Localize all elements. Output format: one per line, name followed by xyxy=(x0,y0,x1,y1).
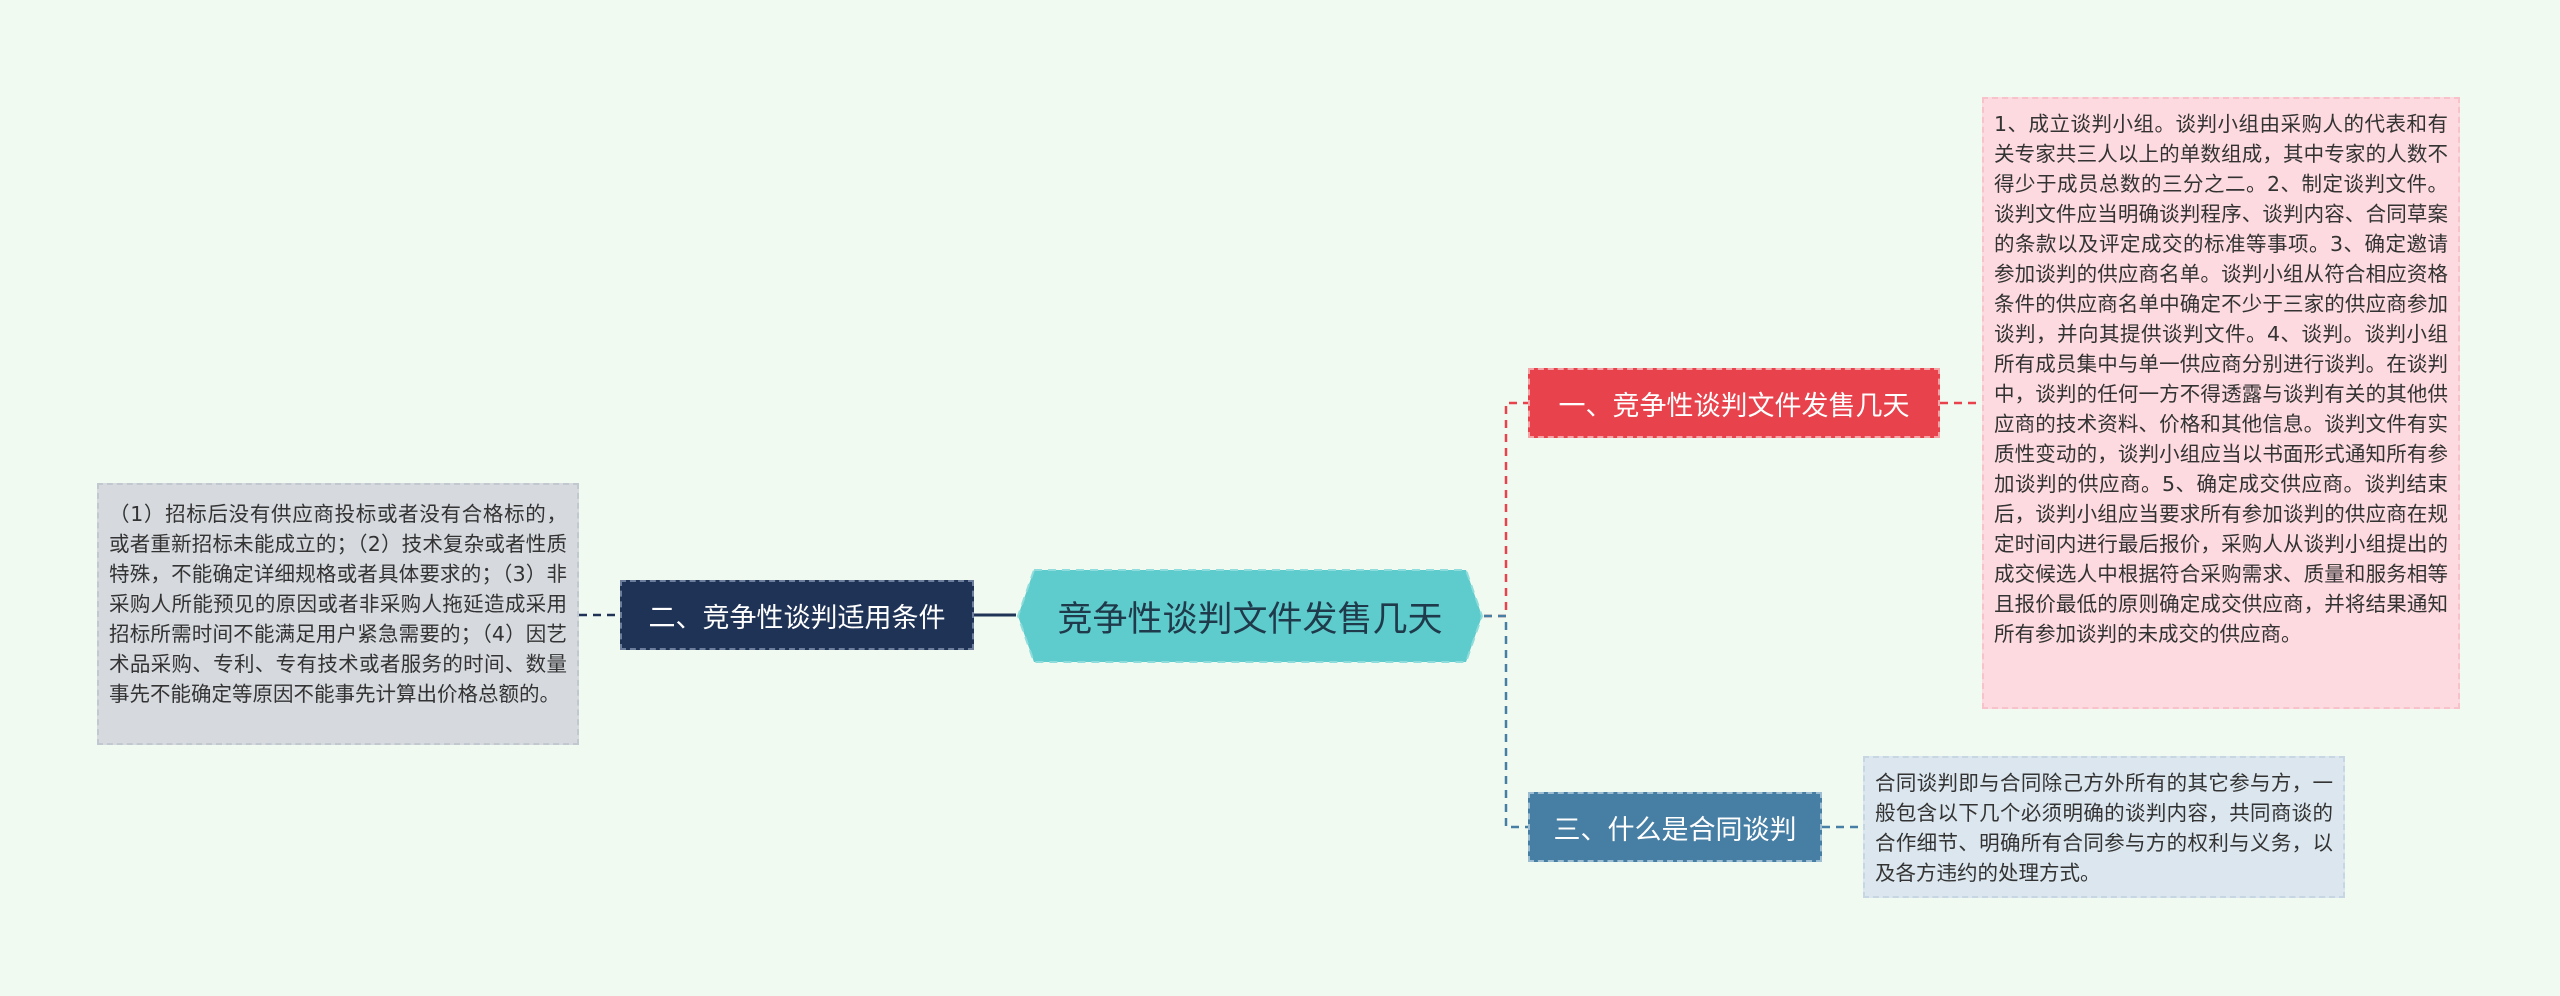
branch-topic-1[interactable]: 一、竞争性谈判文件发售几天 xyxy=(1528,368,1940,438)
branch-1-detail-note[interactable]: 1、成立谈判小组。谈判小组由采购人的代表和有关专家共三人以上的单数组成，其中专家… xyxy=(1982,97,2460,709)
branch-3-detail-note[interactable]: 合同谈判即与合同除己方外所有的其它参与方，一般包含以下几个必须明确的谈判内容，共… xyxy=(1863,756,2345,898)
central-topic-label: 竞争性谈判文件发售几天 xyxy=(1057,599,1443,640)
central-topic[interactable]: 竞争性谈判文件发售几天 xyxy=(1016,568,1484,664)
connector-center-branch-1 xyxy=(1484,401,1528,618)
branch-2-detail-note[interactable]: （1）招标后没有供应商投标或者没有合格标的，或者重新招标未能成立的；（2）技术复… xyxy=(97,483,579,745)
branch-topic-2[interactable]: 二、竞争性谈判适用条件 xyxy=(620,580,974,650)
branch-topic-3[interactable]: 三、什么是合同谈判 xyxy=(1528,792,1822,862)
connector-center-branch-3 xyxy=(1484,614,1528,829)
central-topic-shape xyxy=(1016,569,1484,663)
